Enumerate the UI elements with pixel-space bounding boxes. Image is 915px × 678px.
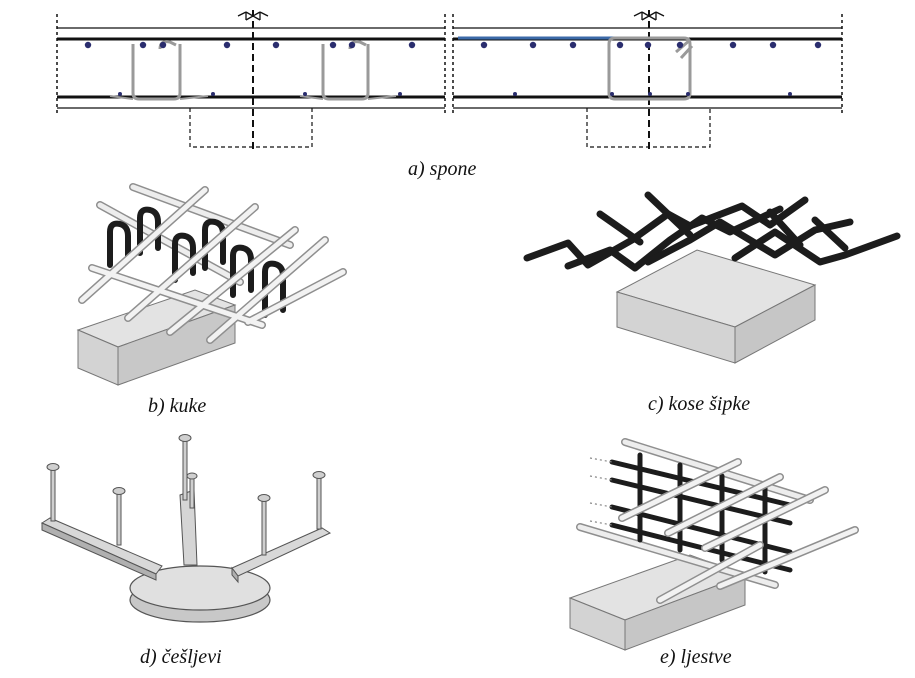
panel-d-combs xyxy=(40,434,332,623)
caption-c: c) kose šipke xyxy=(648,393,751,415)
panel-a-stirrups xyxy=(56,10,843,150)
panel-a-right-section xyxy=(452,10,843,150)
panel-a-left-section xyxy=(56,10,446,150)
caption-b: b) kuke xyxy=(148,395,207,417)
caption-a: a) spone xyxy=(408,158,477,180)
panel-e-ladders xyxy=(568,438,859,651)
panel-c-bent-bars xyxy=(523,191,901,364)
panel-b-hooks xyxy=(76,183,347,386)
caption-e: e) ljestve xyxy=(660,646,732,668)
caption-d: d) češljevi xyxy=(140,646,222,668)
